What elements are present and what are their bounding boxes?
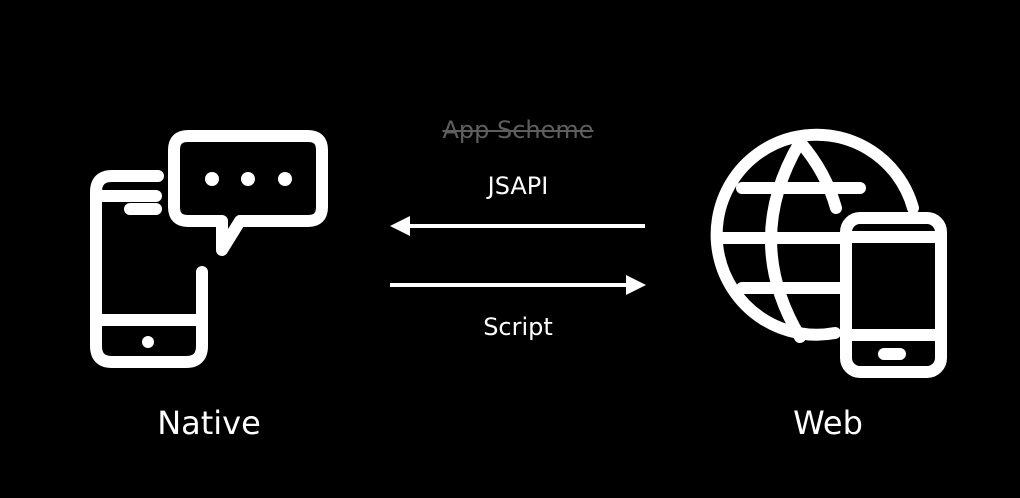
- arrow-web-to-native: [390, 216, 645, 236]
- script-edge-label: Script: [483, 313, 553, 341]
- jsapi-edge-label: JSAPI: [487, 172, 549, 200]
- web-node-label: Web: [793, 404, 863, 442]
- globe-phone-icon: [710, 128, 947, 378]
- phone-chat-icon: [90, 130, 328, 368]
- deprecated-edge-label: App Scheme: [442, 116, 594, 144]
- native-node-label: Native: [157, 404, 261, 442]
- arrow-native-to-web: [390, 275, 646, 295]
